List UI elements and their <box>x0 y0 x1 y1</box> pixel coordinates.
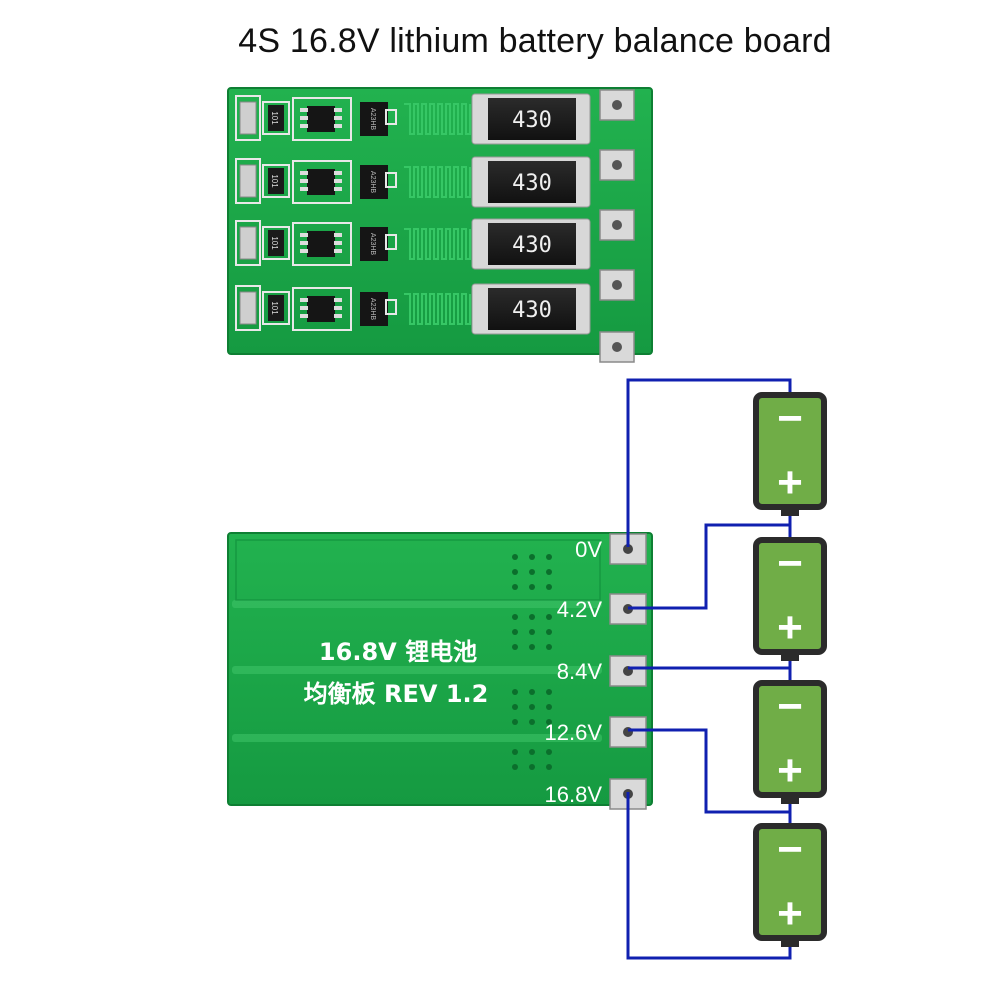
battery-minus-icon: − <box>777 682 803 731</box>
small-resistor-label: 101 <box>270 111 279 125</box>
battery: −+ <box>753 392 827 516</box>
pad-label: 0V <box>575 537 602 562</box>
small-resistor-label: 101 <box>270 174 279 188</box>
pad-8-4v: 8.4V <box>557 655 647 687</box>
battery-plus-icon: + <box>777 603 803 652</box>
battery: −+ <box>753 680 827 804</box>
battery-stack: −+−+−+−+ <box>753 392 827 947</box>
battery: −+ <box>753 823 827 947</box>
battery-plus-icon: + <box>777 458 803 507</box>
battery-minus-icon: − <box>777 539 803 588</box>
pad-label: 12.6V <box>545 720 603 745</box>
solder-pad <box>599 269 635 301</box>
balance-channel: 101 A23HB 430 <box>235 283 591 335</box>
pad-0v: 0V <box>575 533 647 565</box>
battery-minus-icon: − <box>777 825 803 874</box>
silkscreen-line-1: 16.8V 锂电池 <box>319 638 477 666</box>
battery-plus-icon: + <box>777 889 803 938</box>
ic-label: A23HB <box>369 108 376 131</box>
pad-label: 4.2V <box>557 597 603 622</box>
resistor-label: 430 <box>512 108 552 133</box>
bottom-board: 16.8V 锂电池 均衡板 REV 1.2 0V 4.2V 8.4V 12.6V 16.… <box>227 532 653 810</box>
pad-label: 16.8V <box>545 782 603 807</box>
resistor-label: 430 <box>512 298 552 323</box>
pad-12-6v: 12.6V <box>545 716 647 748</box>
resistor-label: 430 <box>512 233 552 258</box>
battery-plus-icon: + <box>777 746 803 795</box>
page-title: 4S 16.8V lithium battery balance board <box>238 22 832 60</box>
pad-16-8v: 16.8V <box>545 778 647 810</box>
battery: −+ <box>753 537 827 661</box>
small-resistor-label: 101 <box>270 236 279 250</box>
ic-label: A23HB <box>369 171 376 194</box>
silkscreen-line-2: 均衡板 REV 1.2 <box>304 680 489 708</box>
pad-label: 8.4V <box>557 659 603 684</box>
balance-channel: 101 A23HB 430 <box>235 218 591 270</box>
balance-channel: 101 A23HB 430 <box>235 93 591 145</box>
battery-minus-icon: − <box>777 394 803 443</box>
ic-label: A23HB <box>369 298 376 321</box>
balance-channel: 101 A23HB 430 <box>235 156 591 208</box>
small-resistor-label: 101 <box>270 301 279 315</box>
ic-label: A23HB <box>369 233 376 256</box>
resistor-label: 430 <box>512 171 552 196</box>
